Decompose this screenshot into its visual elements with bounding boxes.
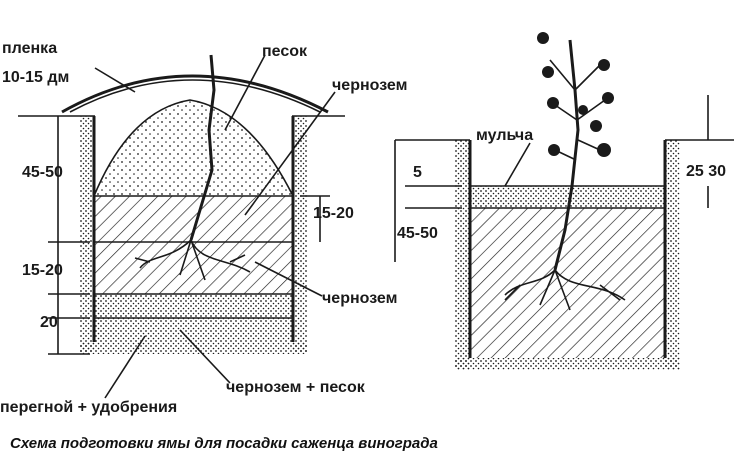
film-dome xyxy=(61,74,329,114)
mulch-label: мульча xyxy=(476,127,533,144)
chernozem-top-label: чернозем xyxy=(332,77,407,94)
leader-chernozem-top xyxy=(244,91,336,216)
humus-label: перегной + удобрения xyxy=(0,399,177,416)
leader-sand xyxy=(224,54,266,131)
leader-mulch xyxy=(504,142,531,187)
film-height-label: 10-15 дм xyxy=(2,69,69,86)
side-label: 25 30 xyxy=(686,163,726,180)
sand-mound xyxy=(94,100,293,196)
sand-label: песок xyxy=(262,43,308,60)
leaves xyxy=(537,32,614,157)
left-pit-scheme xyxy=(18,54,345,399)
chernozem-layer-mid xyxy=(94,242,293,294)
pit-bottom-r xyxy=(455,358,680,370)
diagram-caption: Схема подготовки ямы для посадки саженца… xyxy=(10,435,438,452)
chernozem-mid-label: чернозем xyxy=(322,290,397,307)
mulch-layer xyxy=(470,186,665,208)
pit-bottom xyxy=(80,342,307,354)
layer-15-20-left: 15-20 xyxy=(22,262,63,279)
sand-mound-outline xyxy=(93,99,294,197)
mulch-depth-label: 5 xyxy=(413,164,422,181)
seedling-stem-right xyxy=(553,39,580,271)
leader-humus xyxy=(104,335,146,399)
pit-wall-left-r xyxy=(455,140,470,370)
chernozem-sand-layer xyxy=(94,294,293,318)
humus-fertilizer-layer xyxy=(94,318,293,342)
roots-left xyxy=(134,239,251,281)
layer-15-20-right: 15-20 xyxy=(313,205,354,222)
leader-chernozem-mid xyxy=(254,261,323,297)
layer-20-label: 20 xyxy=(40,314,58,331)
chernozem-sand-label: чернозем + песок xyxy=(226,379,366,396)
depth-label-left: 45-50 xyxy=(22,164,63,181)
pit-wall-right xyxy=(293,116,307,352)
leader-chernozem-sand xyxy=(179,329,231,384)
depth-label-right: 45-50 xyxy=(397,225,438,242)
pit-wall-left xyxy=(80,116,94,352)
seedling-branches xyxy=(549,59,606,161)
fill-layer-r xyxy=(470,208,665,358)
leader-film xyxy=(94,67,136,93)
pit-wall-right-r xyxy=(665,140,680,370)
film-label: пленка xyxy=(2,40,57,57)
roots-right xyxy=(504,269,626,311)
right-pit-scheme xyxy=(394,32,734,370)
seedling-stem-left xyxy=(189,54,216,241)
